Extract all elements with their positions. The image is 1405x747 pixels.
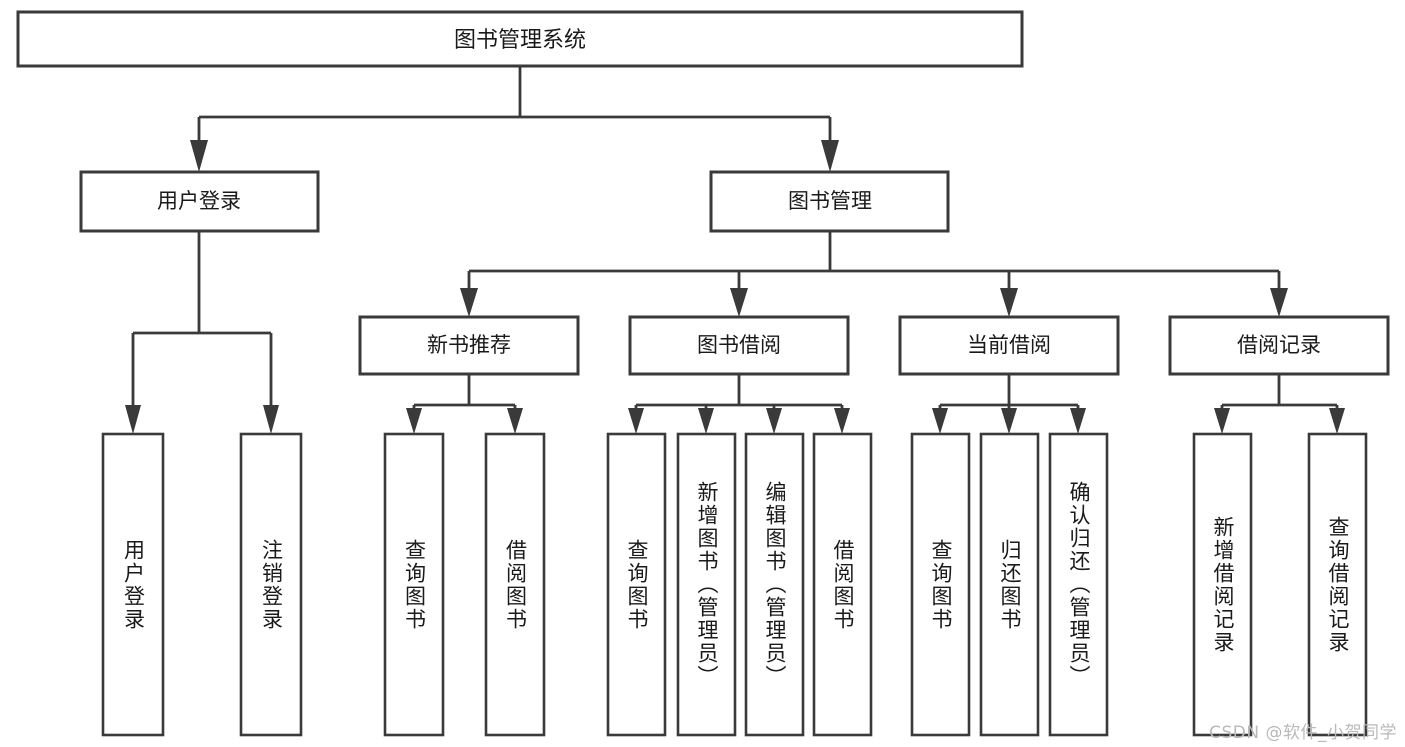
node-box — [358, 315, 580, 376]
connector-layer — [125, 66, 1345, 434]
arrow-leaf-confirm-return-admin — [1070, 408, 1086, 434]
leaf-box-query-borrow-record[interactable] — [1307, 432, 1368, 737]
node-book-borrow[interactable]: 图书借阅 — [628, 315, 850, 376]
node-box — [79, 170, 320, 233]
leaf-box-return-book[interactable] — [979, 432, 1040, 737]
node-user-login[interactable]: 用户登录 — [79, 170, 320, 233]
leaf-box-add-book-admin[interactable] — [676, 432, 737, 737]
leaf-box-query-book-3[interactable] — [910, 432, 971, 737]
arrow-leaf-user-login — [125, 405, 141, 434]
node-borrow-record[interactable]: 借阅记录 — [1168, 315, 1390, 376]
node-box — [709, 170, 950, 233]
leaf-box-add-borrow-record[interactable] — [1192, 432, 1253, 737]
arrow-leaf-borrow-book-1 — [507, 408, 523, 434]
leaf-box-query-book-2[interactable] — [606, 432, 667, 737]
node-label: 图书管理 — [788, 189, 872, 213]
node-label: 新书推荐 — [427, 333, 511, 357]
leaf-box-query-book-1[interactable] — [383, 432, 445, 737]
leaf-box-confirm-return-admin[interactable] — [1048, 432, 1109, 737]
arrow-leaf-add-book-admin — [698, 408, 714, 434]
leaf-box-logout-login[interactable] — [239, 432, 303, 737]
arrow-book-borrow — [730, 288, 748, 317]
arrow-leaf-query-borrow-record — [1329, 408, 1345, 434]
arrow-leaf-query-book-1 — [406, 408, 422, 434]
node-box — [628, 315, 850, 376]
node-box — [1168, 315, 1390, 376]
arrow-book-management — [821, 140, 839, 172]
arrow-current-borrow — [1000, 288, 1018, 317]
node-book-management[interactable]: 图书管理 — [709, 170, 950, 233]
node-label: 借阅记录 — [1237, 333, 1321, 357]
arrow-user-login — [190, 140, 208, 172]
node-new-book-recommend[interactable]: 新书推荐 — [358, 315, 580, 376]
arrow-leaf-return-book — [1001, 408, 1017, 434]
leaf-box-borrow-book-2[interactable] — [812, 432, 873, 737]
node-label: 用户登录 — [157, 189, 241, 213]
leaf-box-borrow-book-1[interactable] — [484, 432, 546, 737]
node-label: 图书管理系统 — [454, 28, 586, 53]
node-label: 当前借阅 — [967, 333, 1051, 357]
arrow-borrow-record — [1270, 288, 1288, 317]
leaf-box-layer — [101, 432, 1368, 737]
arrow-leaf-logout-login — [263, 405, 279, 434]
node-box — [16, 10, 1024, 68]
arrow-leaf-borrow-book-2 — [834, 408, 850, 434]
arrow-leaf-query-book-3 — [932, 408, 948, 434]
node-label: 图书借阅 — [697, 333, 781, 357]
leaf-box-user-login[interactable] — [101, 432, 165, 737]
arrow-leaf-edit-book-admin — [766, 408, 782, 434]
leaf-box-edit-book-admin[interactable] — [744, 432, 805, 737]
node-book-management-system[interactable]: 图书管理系统 — [16, 10, 1024, 68]
arrow-leaf-add-borrow-record — [1214, 408, 1230, 434]
watermark-text: CSDN @软件_小贺同学 — [1209, 723, 1397, 743]
arrow-new-book-recommend — [460, 288, 478, 317]
arrow-leaf-query-book-2 — [628, 408, 644, 434]
node-box — [898, 315, 1120, 376]
node-current-borrow[interactable]: 当前借阅 — [898, 315, 1120, 376]
